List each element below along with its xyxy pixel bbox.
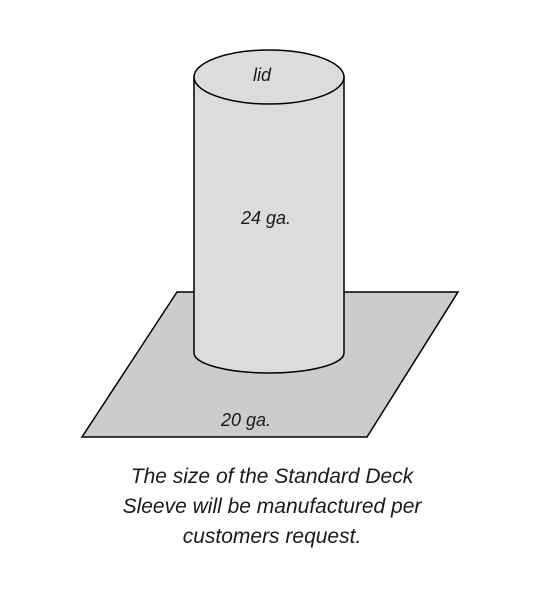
lid-label: lid <box>253 65 272 85</box>
sleeve-body <box>193 76 345 374</box>
base-gauge-label: 20 ga. <box>220 410 271 430</box>
caption-line-3: customers request. <box>182 525 362 548</box>
caption: The size of the Standard Deck Sleeve wil… <box>40 462 504 552</box>
caption-line-1: The size of the Standard Deck <box>130 465 414 488</box>
caption-line-2: Sleeve will be manufactured per <box>122 495 422 518</box>
sleeve-lid <box>193 49 345 105</box>
sleeve-gauge-label: 24 ga. <box>240 208 291 228</box>
